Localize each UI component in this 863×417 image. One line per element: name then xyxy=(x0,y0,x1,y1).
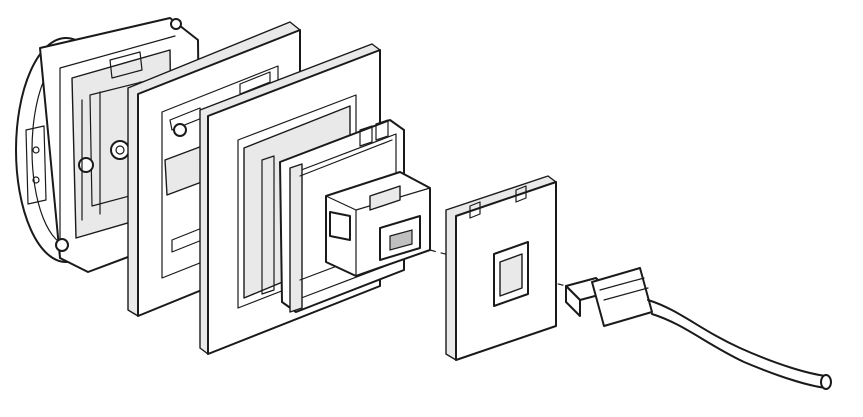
usb-cable xyxy=(565,267,832,390)
usb-coupler xyxy=(325,171,431,277)
center-plate xyxy=(445,175,557,361)
